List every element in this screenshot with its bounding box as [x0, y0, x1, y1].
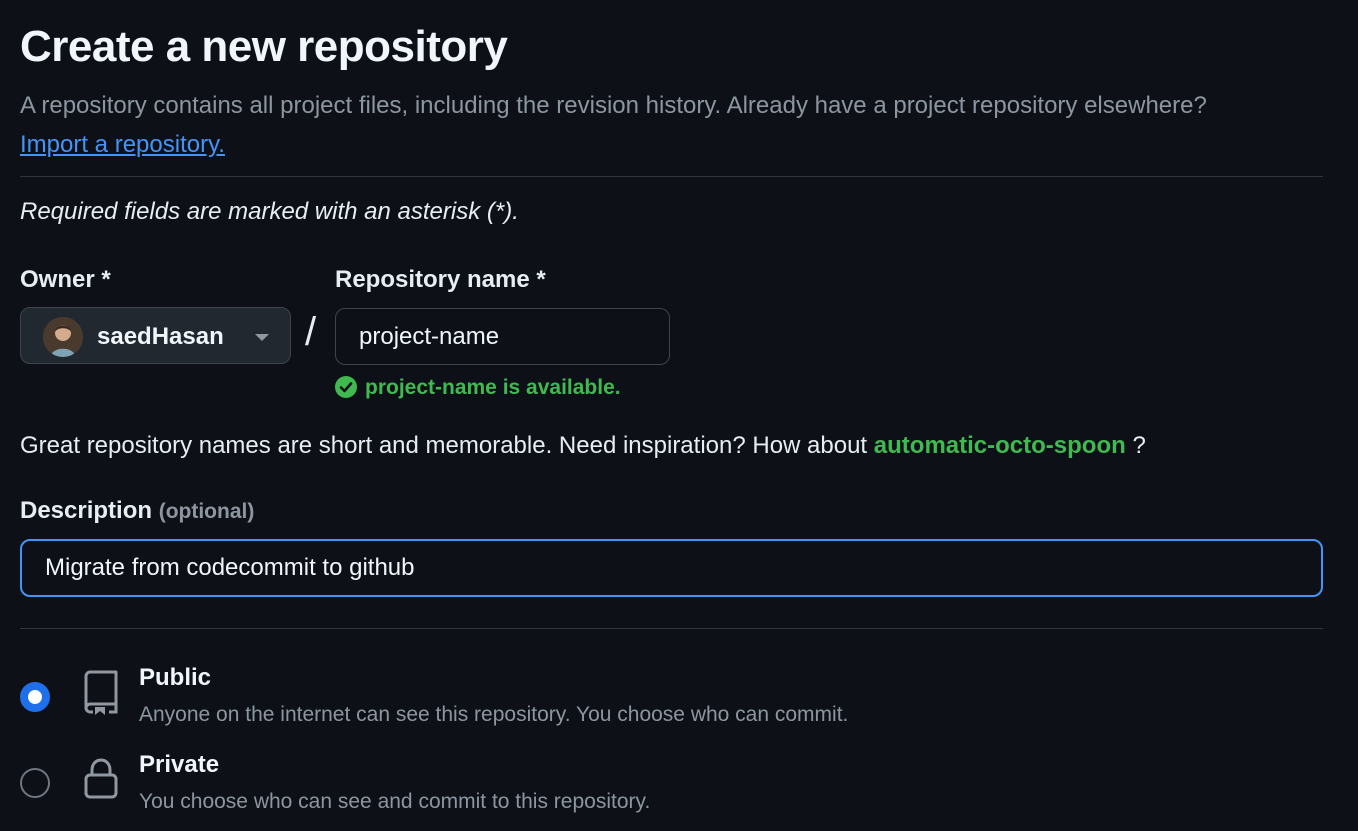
repo-icon: [84, 670, 118, 715]
optional-hint: (optional): [158, 500, 255, 523]
import-repository-link[interactable]: Import a repository.: [20, 131, 225, 158]
owner-name: saedHasan: [97, 323, 224, 350]
private-radio[interactable]: [20, 768, 50, 798]
page-title: Create a new repository: [20, 22, 508, 71]
intro-text: A repository contains all project files,…: [20, 92, 1207, 119]
owner-label: Owner *: [20, 266, 111, 293]
public-option-title: Public: [139, 664, 212, 691]
private-option-description: You choose who can see and commit to thi…: [139, 790, 651, 813]
availability-text: project-name is available.: [365, 376, 621, 399]
chevron-down-icon: [255, 334, 269, 341]
description-input[interactable]: [20, 539, 1323, 597]
owner-dropdown[interactable]: saedHasan: [20, 307, 291, 364]
repository-name-label: Repository name *: [335, 266, 546, 293]
suggestion-suffix: ?: [1132, 432, 1146, 459]
check-circle-icon: [335, 376, 357, 398]
page-intro: A repository contains all project files,…: [20, 86, 1260, 164]
description-label: Description (optional): [20, 497, 254, 525]
required-fields-note: Required fields are marked with an aster…: [20, 198, 519, 225]
public-radio[interactable]: [20, 682, 50, 712]
description-label-text: Description: [20, 497, 153, 524]
name-suggestion: Great repository names are short and mem…: [20, 432, 1146, 460]
suggestion-text: Great repository names are short and mem…: [20, 432, 868, 459]
suggested-name-link[interactable]: automatic-octo-spoon: [873, 432, 1126, 459]
lock-icon: [84, 758, 118, 799]
owner-repo-separator: /: [305, 310, 317, 354]
section-divider: [20, 176, 1323, 177]
visibility-divider: [20, 628, 1323, 629]
repository-name-input[interactable]: [335, 308, 670, 365]
private-option-title: Private: [139, 751, 220, 778]
public-option-description: Anyone on the internet can see this repo…: [139, 703, 849, 726]
avatar: [43, 317, 83, 357]
